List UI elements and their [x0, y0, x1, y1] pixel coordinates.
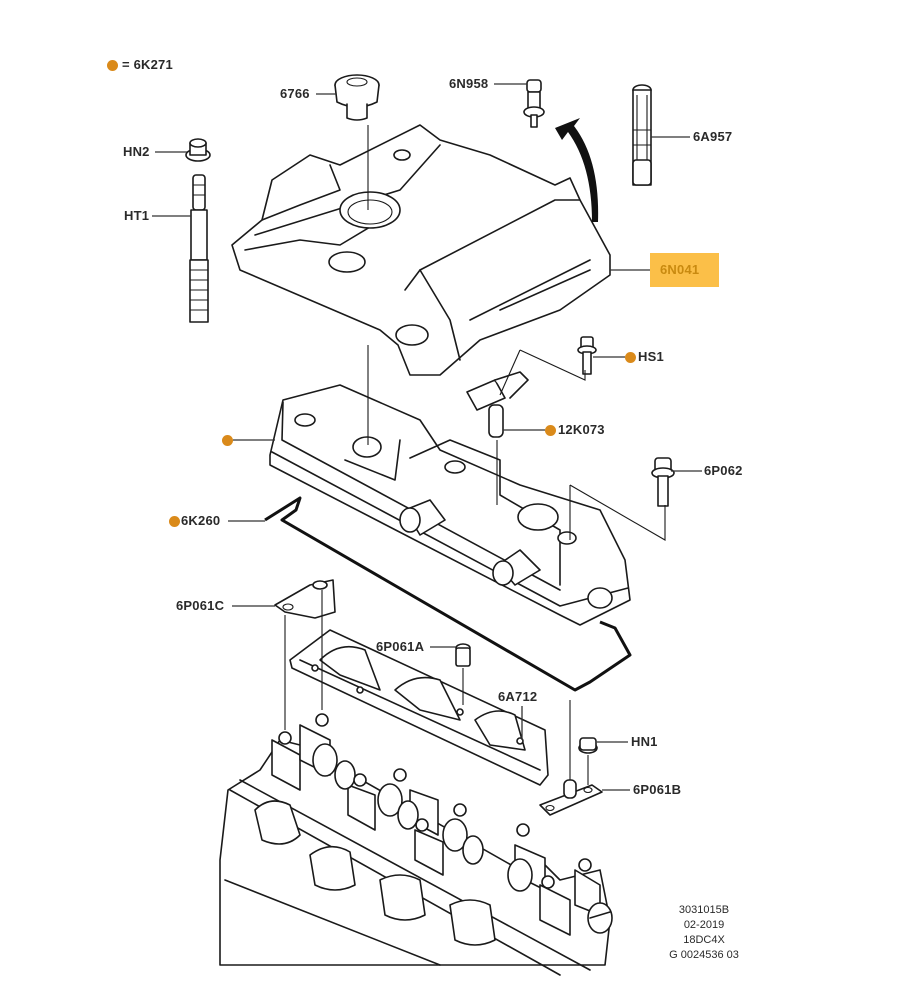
drawing-date: 02-2019	[683, 919, 725, 931]
callout-6n041-highlight[interactable]: 6N041	[650, 253, 719, 287]
callout-6p061b[interactable]: 6P061B	[633, 782, 682, 797]
callout-6p062[interactable]: 6P062	[704, 463, 743, 478]
stud-6n958-drawing	[523, 79, 545, 128]
callout-6766[interactable]: 6766	[280, 86, 310, 101]
callout-6p061a[interactable]: 6P061A	[376, 639, 425, 654]
bracket-6p061c-drawing	[274, 579, 336, 619]
bolt-6p062-drawing	[651, 457, 675, 507]
cylinder-head-drawing	[219, 713, 613, 976]
callout-6p061c[interactable]: 6P061C	[176, 598, 225, 613]
callout-hn1[interactable]: HN1	[631, 734, 658, 749]
callout-6a957[interactable]: 6A957	[693, 129, 733, 144]
callout-6a712[interactable]: 6A712	[498, 689, 538, 704]
removal-arrow-icon	[555, 118, 599, 222]
legend-text: = 6K271	[122, 57, 173, 72]
drawing-number: 3031015B	[678, 904, 730, 916]
spacer-6p061a-drawing	[455, 643, 471, 667]
marker-dot-hs1	[625, 352, 636, 363]
oil-filler-cap-drawing	[334, 74, 380, 121]
bracket-6p061b-drawing	[539, 779, 603, 816]
rocker-cover-drawing	[269, 384, 631, 626]
sensor-12k073-drawing	[466, 371, 529, 438]
callout-leaders	[152, 83, 702, 791]
marker-dot-12k073	[545, 425, 556, 436]
nut-hn2-drawing	[185, 138, 211, 162]
gasket-drawing	[264, 496, 632, 692]
callout-ht1[interactable]: HT1	[124, 208, 150, 223]
marker-dot-rocker-cover	[222, 435, 233, 446]
graphic-id: G 0024536 03	[669, 949, 739, 961]
assembly-lines	[284, 125, 666, 785]
callout-6n041: 6N041	[660, 262, 700, 277]
callout-12k073[interactable]: 12K073	[558, 422, 605, 437]
callout-6n958[interactable]: 6N958	[449, 76, 489, 91]
engine-cover-drawing	[231, 124, 611, 376]
nut-hn1-drawing	[578, 737, 598, 754]
marker-dot-6k260	[169, 516, 180, 527]
stud-ht1-drawing	[189, 174, 209, 323]
callout-hs1[interactable]: HS1	[638, 349, 664, 364]
part-6a957-drawing	[632, 84, 652, 186]
model-code: 18DC4X	[683, 934, 725, 946]
legend-marker-dot	[107, 60, 118, 71]
callout-6k260[interactable]: 6K260	[181, 513, 221, 528]
baffle-plate-drawing	[289, 629, 549, 786]
drawing-reference-block: 3031015B 02-2019 18DC4X G 0024536 03	[649, 903, 759, 963]
callout-hn2[interactable]: HN2	[123, 144, 150, 159]
bolt-hs1-drawing	[577, 336, 597, 375]
